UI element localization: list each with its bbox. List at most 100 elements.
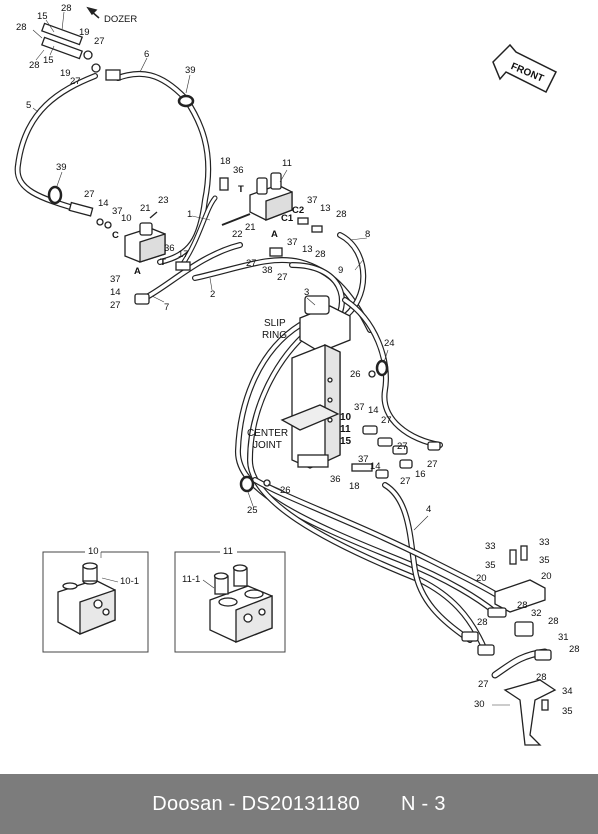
- port-c-label: C: [112, 230, 119, 241]
- part-27-j: 27: [427, 459, 438, 470]
- part-28-f: 28: [517, 600, 528, 611]
- part-1: 1: [187, 209, 193, 220]
- port-t-lower-label: T: [160, 257, 166, 268]
- inset-11-part-label: 11-1: [182, 574, 201, 585]
- diagram-linework: [14, 6, 558, 746]
- part-11: 11: [282, 158, 292, 169]
- valve-10: [124, 211, 166, 263]
- port-a-lower-label: A: [134, 266, 141, 277]
- part-20-a: 20: [476, 573, 487, 584]
- part-33-a: 33: [485, 541, 496, 552]
- part-35-b: 35: [539, 555, 550, 566]
- clamp-24: [375, 359, 389, 377]
- part-18-b: 18: [349, 481, 360, 492]
- footer-caption: Doosan - DS20131180 N - 3: [0, 774, 598, 834]
- part-14-a: 14: [98, 198, 109, 209]
- part-26-a: 26: [350, 369, 361, 380]
- part-15-b: 15: [43, 55, 54, 66]
- hydraulic-hose-diagram: DOZER FRONT SLIP RING CENTER JOINT C2 C1…: [14, 3, 580, 746]
- part-37-f: 37: [358, 454, 369, 465]
- part-36-c: 36: [330, 474, 341, 485]
- part-20-b: 20: [541, 571, 552, 582]
- part-15-c: 15: [340, 436, 352, 447]
- part-21-a: 21: [140, 203, 151, 214]
- part-6: 6: [144, 49, 150, 60]
- part-36-b: 36: [164, 243, 175, 254]
- part-4: 4: [426, 504, 432, 515]
- slip-ring-label-1: SLIP: [264, 318, 286, 329]
- part-14-d: 14: [370, 461, 381, 472]
- part-8: 8: [365, 229, 371, 240]
- center-joint-label-1: CENTER: [247, 428, 289, 439]
- part-23: 23: [158, 195, 169, 206]
- front-arrow: [492, 43, 558, 94]
- part-35-a: 35: [485, 560, 496, 571]
- part-37-e: 37: [354, 402, 365, 413]
- part-33-b: 33: [539, 537, 550, 548]
- part-38: 38: [262, 265, 273, 276]
- part-27-k: 27: [478, 679, 489, 690]
- part-30: 30: [474, 699, 485, 710]
- clamp-39-upper: [177, 94, 195, 108]
- footer-section: N - 3: [400, 792, 446, 815]
- part-27-g: 27: [381, 415, 392, 426]
- part-27-d: 27: [246, 258, 257, 269]
- part-27-c: 27: [84, 189, 95, 200]
- part-21-b: 21: [245, 222, 256, 233]
- part-37-d: 37: [110, 274, 121, 285]
- part-24: 24: [384, 338, 395, 349]
- part-36-a: 36: [233, 165, 244, 176]
- footer-part-code: DS20131180: [241, 792, 360, 815]
- rear-brackets: [461, 545, 557, 746]
- part-15-a: 15: [37, 11, 48, 22]
- part-19-a: 19: [79, 27, 90, 38]
- center-joint: [280, 295, 351, 469]
- valve-11: [221, 172, 293, 226]
- part-28-h: 28: [477, 617, 488, 628]
- part-27-i: 27: [400, 476, 411, 487]
- part-37-b: 37: [307, 195, 318, 206]
- port-c2-label: C2: [292, 205, 305, 216]
- center-fittings: [263, 370, 441, 487]
- slip-ring-label-2: RING: [262, 330, 287, 341]
- part-28-i: 28: [569, 644, 580, 655]
- inset-10-title: 10: [88, 546, 99, 557]
- clamp-25: [239, 475, 255, 493]
- part-27-f: 27: [110, 300, 121, 311]
- port-a-upper-label: A: [271, 229, 278, 240]
- part-39-a: 39: [185, 65, 196, 76]
- part-28-e: 28: [315, 249, 326, 260]
- part-14-c: 14: [368, 405, 379, 416]
- part-19-b: 19: [60, 68, 71, 79]
- part-3: 3: [304, 287, 310, 298]
- part-11-b: 11: [340, 424, 351, 435]
- leader-lines: [32, 11, 510, 706]
- part-5: 5: [26, 100, 32, 111]
- part-28-c: 28: [29, 60, 40, 71]
- dozer-arrow: [86, 6, 100, 19]
- part-7: 7: [164, 302, 170, 313]
- clamps: [47, 94, 389, 493]
- port-c1-label: C1: [281, 213, 294, 224]
- part-37-a: 37: [112, 206, 123, 217]
- part-13-a: 13: [320, 203, 331, 214]
- part-32: 32: [531, 608, 542, 619]
- part-28-g: 28: [548, 616, 559, 627]
- inset-11-title: 11: [223, 546, 233, 557]
- right-fittings: [134, 177, 323, 305]
- inset-10-part-label: 10-1: [120, 576, 140, 587]
- part-28-j: 28: [536, 672, 547, 683]
- inset-11: [174, 551, 286, 653]
- part-27-e: 27: [277, 272, 288, 283]
- part-17: 17: [178, 249, 189, 260]
- part-9: 9: [338, 265, 344, 276]
- part-34: 34: [562, 686, 573, 697]
- part-27-b: 27: [70, 76, 81, 87]
- part-37-c: 37: [287, 237, 298, 248]
- footer-brand: Doosan: [152, 792, 223, 815]
- part-27-h: 27: [397, 441, 408, 452]
- part-28-a: 28: [61, 3, 72, 14]
- port-t-upper-label: T: [238, 184, 244, 195]
- part-10: 10: [121, 213, 132, 224]
- part-13-b: 13: [302, 244, 313, 255]
